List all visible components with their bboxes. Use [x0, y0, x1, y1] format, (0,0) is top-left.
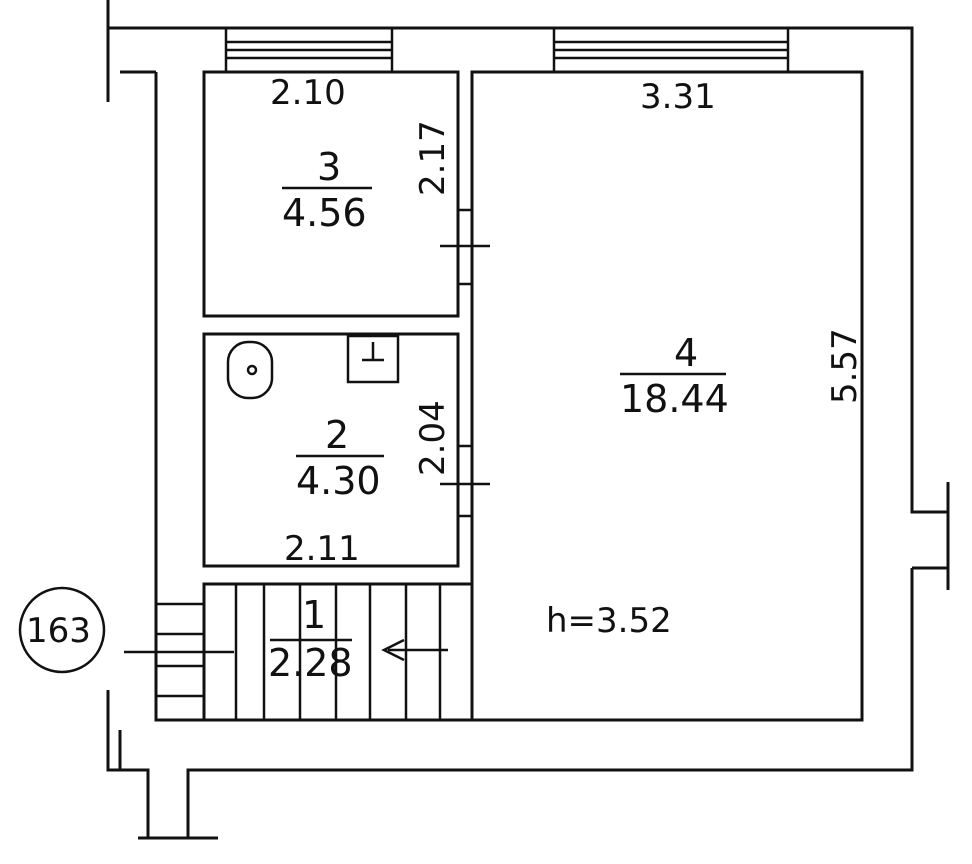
room-4-height: 5.57: [825, 328, 865, 404]
room-4-area: 18.44: [620, 377, 729, 421]
bottom-step: [138, 770, 218, 840]
room-3-width: 2.10: [270, 73, 346, 113]
room-2-area: 4.30: [296, 459, 381, 503]
sink-icon: [346, 334, 400, 384]
outer-wall: [106, 0, 948, 838]
room-3-outline: [202, 70, 460, 318]
window-left: [224, 26, 394, 74]
building-marker: 163: [18, 586, 106, 674]
room-1-number: 1: [302, 593, 326, 637]
room-1-area: 2.28: [268, 641, 353, 685]
svg-text:163: 163: [26, 611, 91, 651]
stair-treads: [234, 584, 442, 720]
toilet-icon: [226, 340, 274, 400]
room-3-height: 2.17: [413, 120, 453, 196]
window-right: [552, 26, 790, 74]
door-room-2: [440, 444, 490, 518]
room-4-number: 4: [674, 331, 698, 375]
room-3-number: 3: [317, 145, 341, 189]
stair-direction-arrow-icon: [381, 638, 448, 662]
entrance-vestibule: [154, 602, 206, 698]
room-2-height: 2.04: [413, 400, 453, 476]
ceiling-height-label: h=3.52: [546, 601, 672, 641]
room-4-outline: [470, 70, 864, 722]
room-2-number: 2: [325, 413, 349, 457]
room-2-width: 2.11: [284, 529, 360, 569]
room-3-area: 4.56: [282, 191, 367, 235]
door-room-3: [440, 208, 490, 286]
room-4-width: 3.31: [640, 77, 716, 117]
